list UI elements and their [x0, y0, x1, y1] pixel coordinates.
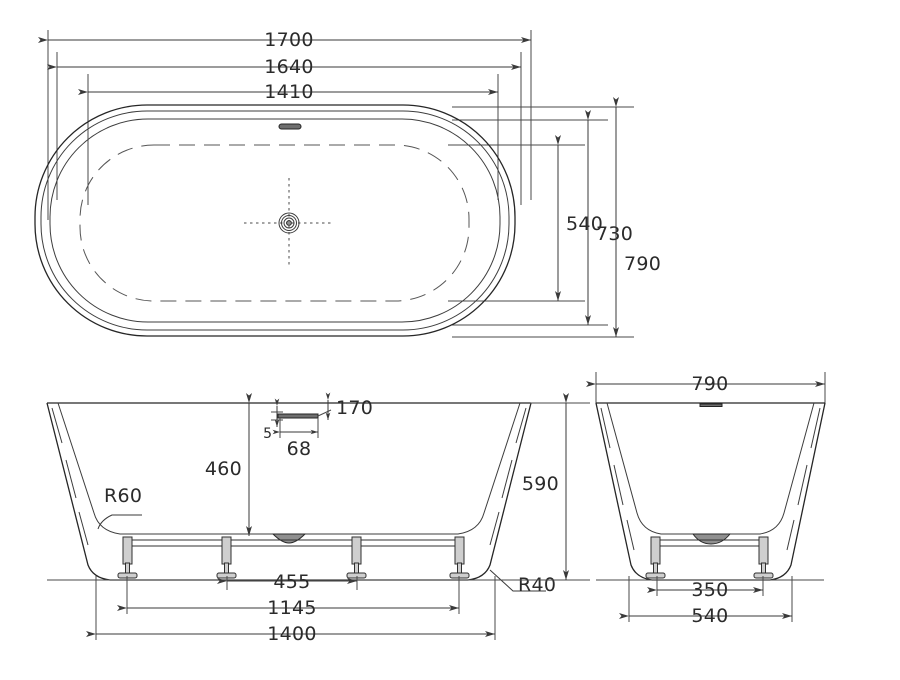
dimension-label-1410: 1410	[264, 81, 314, 103]
dimension-label-590: 590	[522, 473, 559, 495]
dimension-label-460: 460	[205, 458, 242, 480]
dimension-label-5: 5	[263, 426, 272, 442]
dimension-790-side: 790	[586, 372, 826, 404]
dimension-label-730: 730	[596, 223, 633, 245]
dimension-label-68: 68	[287, 438, 312, 460]
dimension-label-170: 170	[336, 397, 373, 419]
dimension-label-455: 455	[273, 571, 310, 593]
dimension-1700: 1700	[38, 29, 531, 51]
top-view-extension-lines	[47, 30, 634, 338]
dimension-1400: 1400	[86, 623, 495, 645]
side-bottom-extension-lines	[596, 576, 824, 622]
radius-r60-leader: R60	[97, 485, 142, 530]
front-support-feet	[117, 536, 470, 579]
side-support-feet	[645, 536, 774, 579]
dimension-590: 590	[522, 393, 590, 581]
dimension-label-1640: 1640	[264, 56, 314, 78]
front-basin-inner-profile	[57, 402, 521, 535]
tub-inner-basin-hidden	[79, 144, 470, 302]
front-wall-hidden-marks	[51, 407, 527, 546]
dimension-label-r40: R40	[518, 574, 556, 596]
side-basin-inner-profile	[606, 402, 815, 535]
dimension-label-1700: 1700	[264, 29, 314, 51]
dimension-460: 460	[205, 393, 252, 536]
side-drain-bump	[692, 533, 732, 545]
dimension-790-top: 790	[613, 97, 661, 337]
dimension-label-790-top: 790	[624, 253, 661, 275]
dimension-540-side: 540	[619, 605, 792, 627]
tub-top-outline	[34, 104, 516, 337]
dimension-label-1145: 1145	[267, 597, 317, 619]
dimension-label-r60: R60	[104, 485, 142, 507]
front-drain-bump	[271, 533, 307, 544]
radius-r40-leader: R40	[489, 569, 556, 596]
drain-top	[244, 178, 334, 268]
overflow-slot-top	[278, 123, 302, 130]
side-overflow-mark	[699, 403, 723, 407]
dimension-label-350: 350	[691, 579, 728, 601]
dimension-1410: 1410	[78, 81, 498, 103]
dimension-540-top: 540	[555, 135, 603, 301]
dimension-label-1400: 1400	[267, 623, 317, 645]
dimension-label-790-side: 790	[691, 373, 728, 395]
dimension-1640: 1640	[47, 56, 521, 78]
dimension-1145: 1145	[117, 597, 459, 619]
side-tub-outline	[595, 402, 826, 581]
front-elevation-group: 170 5 68 460 R60 R40	[46, 392, 556, 645]
overflow-detail-group: 170 5 68	[263, 392, 373, 460]
top-view-group: 1700 1640 1410	[34, 29, 661, 338]
dimension-350: 350	[647, 579, 763, 601]
side-wall-hidden-marks	[600, 407, 821, 551]
dimension-label-540-side: 540	[691, 605, 728, 627]
dimension-label-540-top: 540	[566, 213, 603, 235]
dimension-455: 455	[217, 571, 357, 593]
side-elevation-group: 790	[522, 372, 826, 627]
